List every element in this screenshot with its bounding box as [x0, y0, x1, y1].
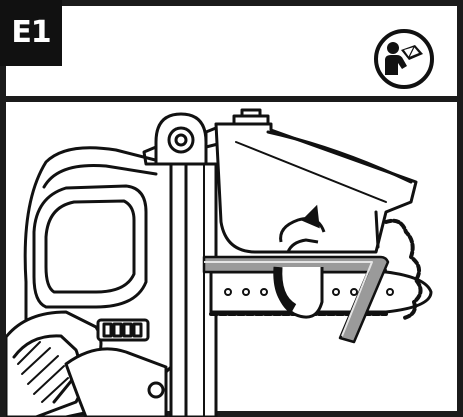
chainsaw-illustration — [6, 108, 433, 417]
header-divider — [0, 96, 463, 102]
hex-wrench — [202, 255, 390, 344]
rotation-arrow-icon — [273, 204, 326, 319]
read-manual-icon — [374, 29, 434, 89]
step-header: E1 — [0, 0, 463, 102]
step-number-badge: E1 — [0, 0, 62, 66]
